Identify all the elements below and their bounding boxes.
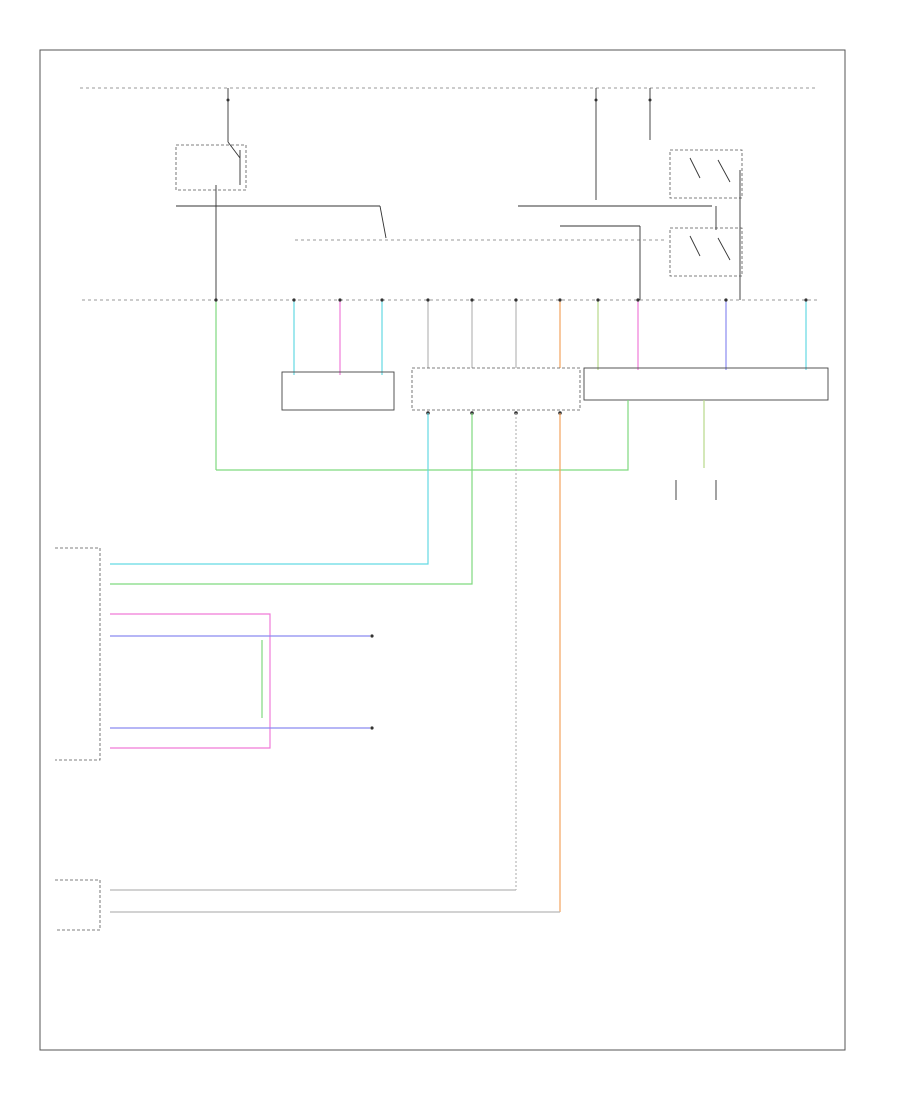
right-connector-box	[583, 367, 829, 401]
right-fuse-node-a	[594, 98, 598, 102]
pcm-terminal-dots	[214, 298, 808, 302]
right-fuse-node-b	[648, 98, 652, 102]
sensor-block-outline	[55, 547, 101, 761]
right-switch-bot-box	[669, 227, 743, 277]
pink-sensor-loop	[110, 613, 271, 749]
sensor-end-a	[370, 634, 374, 638]
clutch-module-box	[411, 367, 581, 411]
right-switch-top-box	[669, 149, 743, 199]
left-switch-box	[175, 144, 247, 191]
bottom-module-outline	[55, 879, 101, 931]
clutch-module-terminals	[426, 411, 562, 415]
page-frame	[39, 49, 846, 1051]
ground-stubs	[675, 480, 717, 500]
green-sensor-wire	[110, 413, 473, 585]
green-return-wire	[216, 400, 629, 471]
upper-internal-drop	[379, 205, 387, 239]
left-connector-box	[281, 371, 395, 411]
cyan-sensor-wire	[110, 413, 429, 565]
left-switch-contacts	[215, 141, 241, 300]
right-switch-top-contacts	[689, 157, 741, 300]
right-switch-bot-contacts	[689, 235, 731, 261]
left-fuse-node	[226, 98, 230, 102]
sensor-end-b	[370, 726, 374, 730]
